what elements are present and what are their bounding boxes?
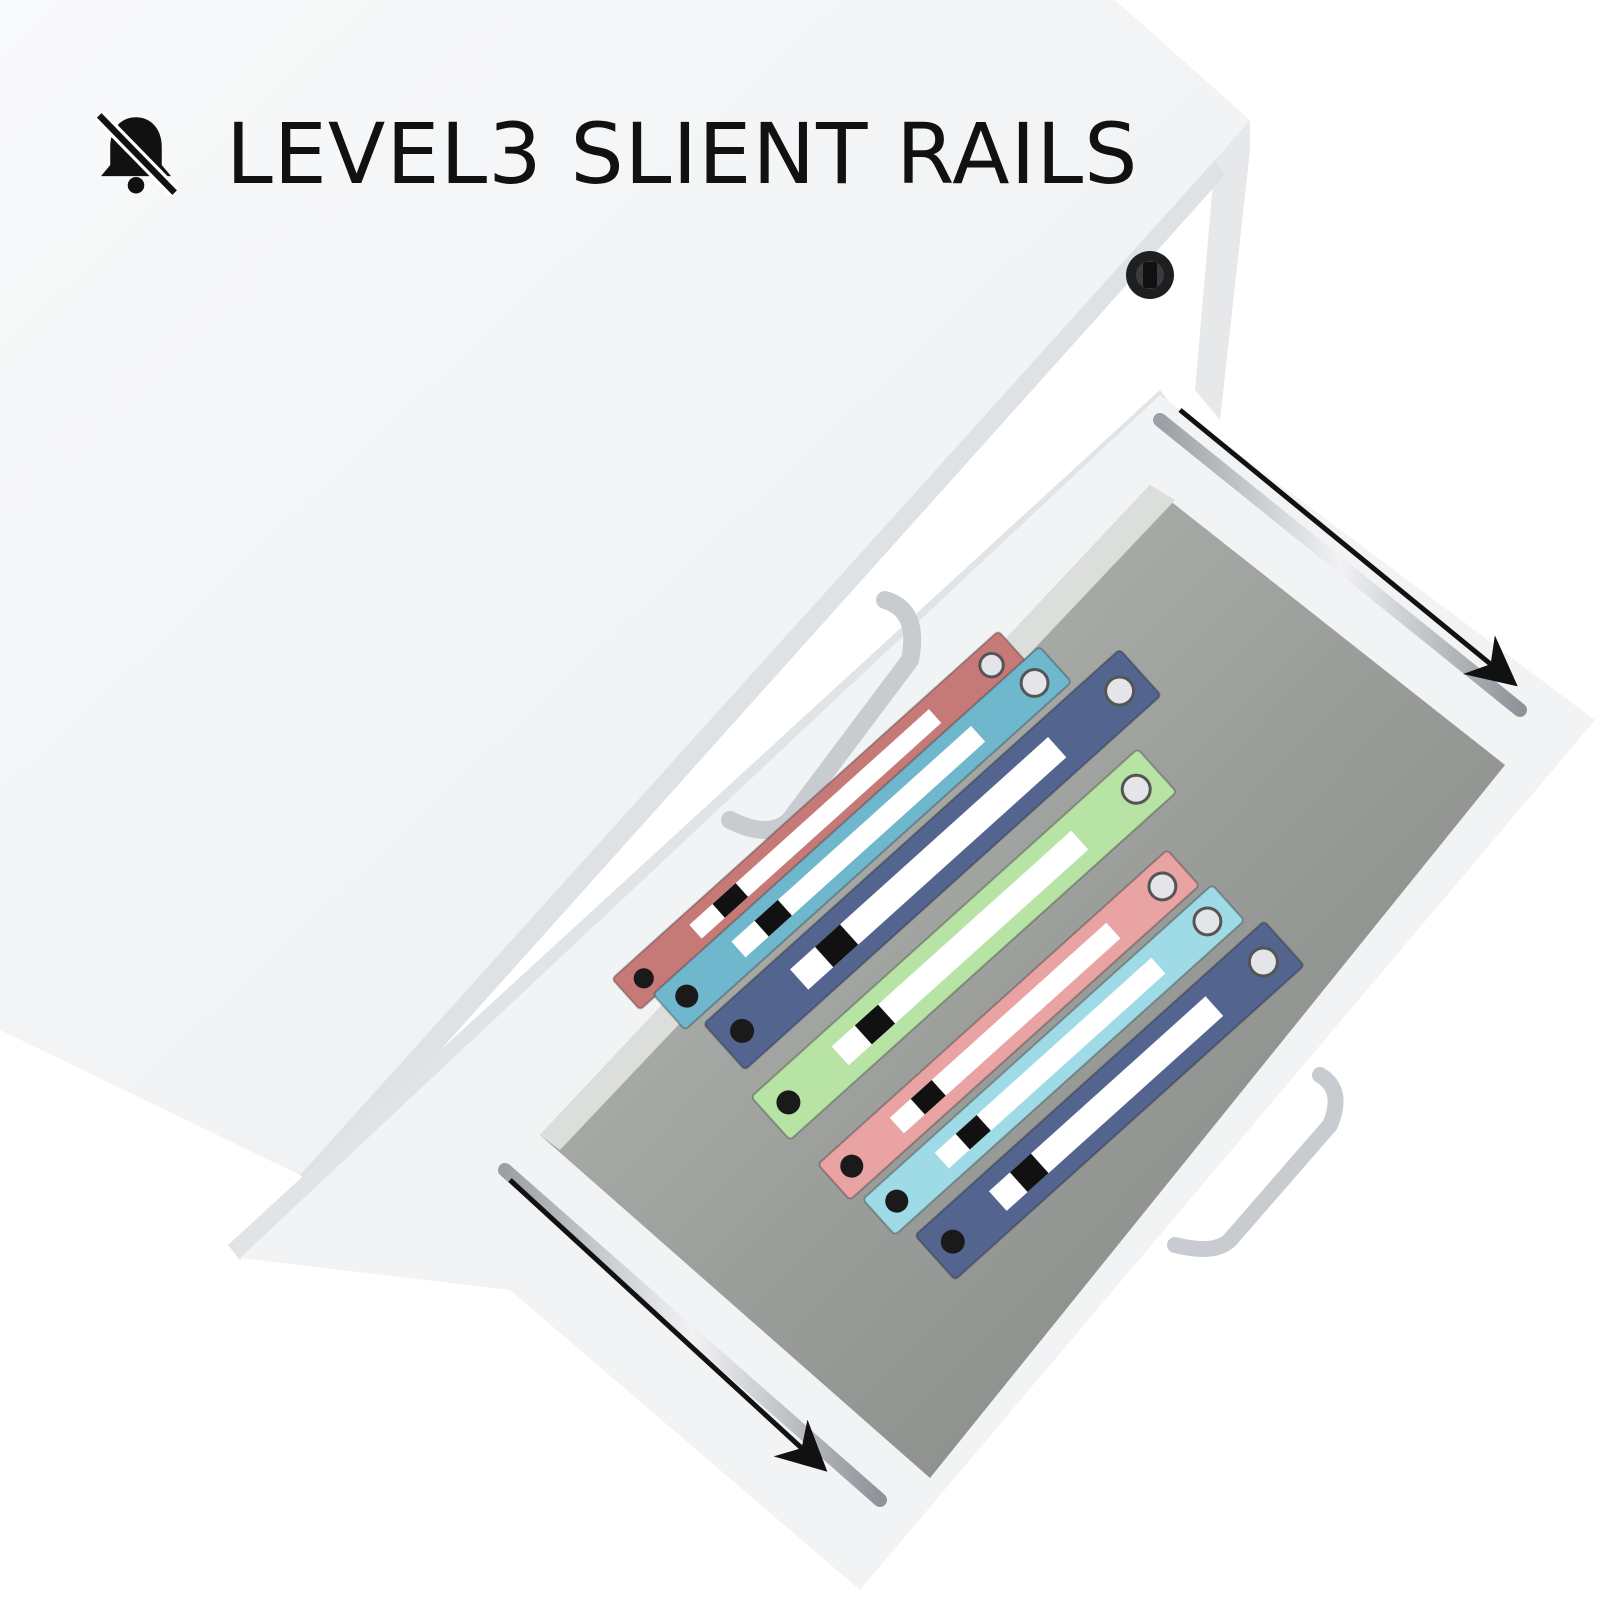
headline: LEVEL3 SLIENT RAILS	[90, 108, 1138, 200]
bell-off-icon	[94, 110, 180, 198]
cabinet-side	[1195, 120, 1250, 420]
rail-top	[1153, 413, 1527, 717]
binders-group	[612, 631, 1304, 1280]
handle-right[interactable]	[1167, 1067, 1344, 1257]
cabinet-front-edge	[300, 160, 1225, 1190]
binder-5	[818, 850, 1199, 1200]
lock-icon	[1126, 251, 1174, 299]
cabinet-top	[0, 0, 1250, 1175]
arrow-bottom	[508, 1178, 828, 1472]
binder-6	[863, 885, 1244, 1235]
binder-1	[612, 631, 1026, 1010]
binder-2	[653, 647, 1071, 1030]
arrow-top	[1178, 408, 1518, 687]
headline-text: LEVEL3 SLIENT RAILS	[226, 105, 1139, 203]
binder-3	[704, 649, 1161, 1070]
handle-left[interactable]	[721, 591, 922, 839]
binder-7	[915, 921, 1304, 1280]
binder-4	[751, 749, 1176, 1140]
